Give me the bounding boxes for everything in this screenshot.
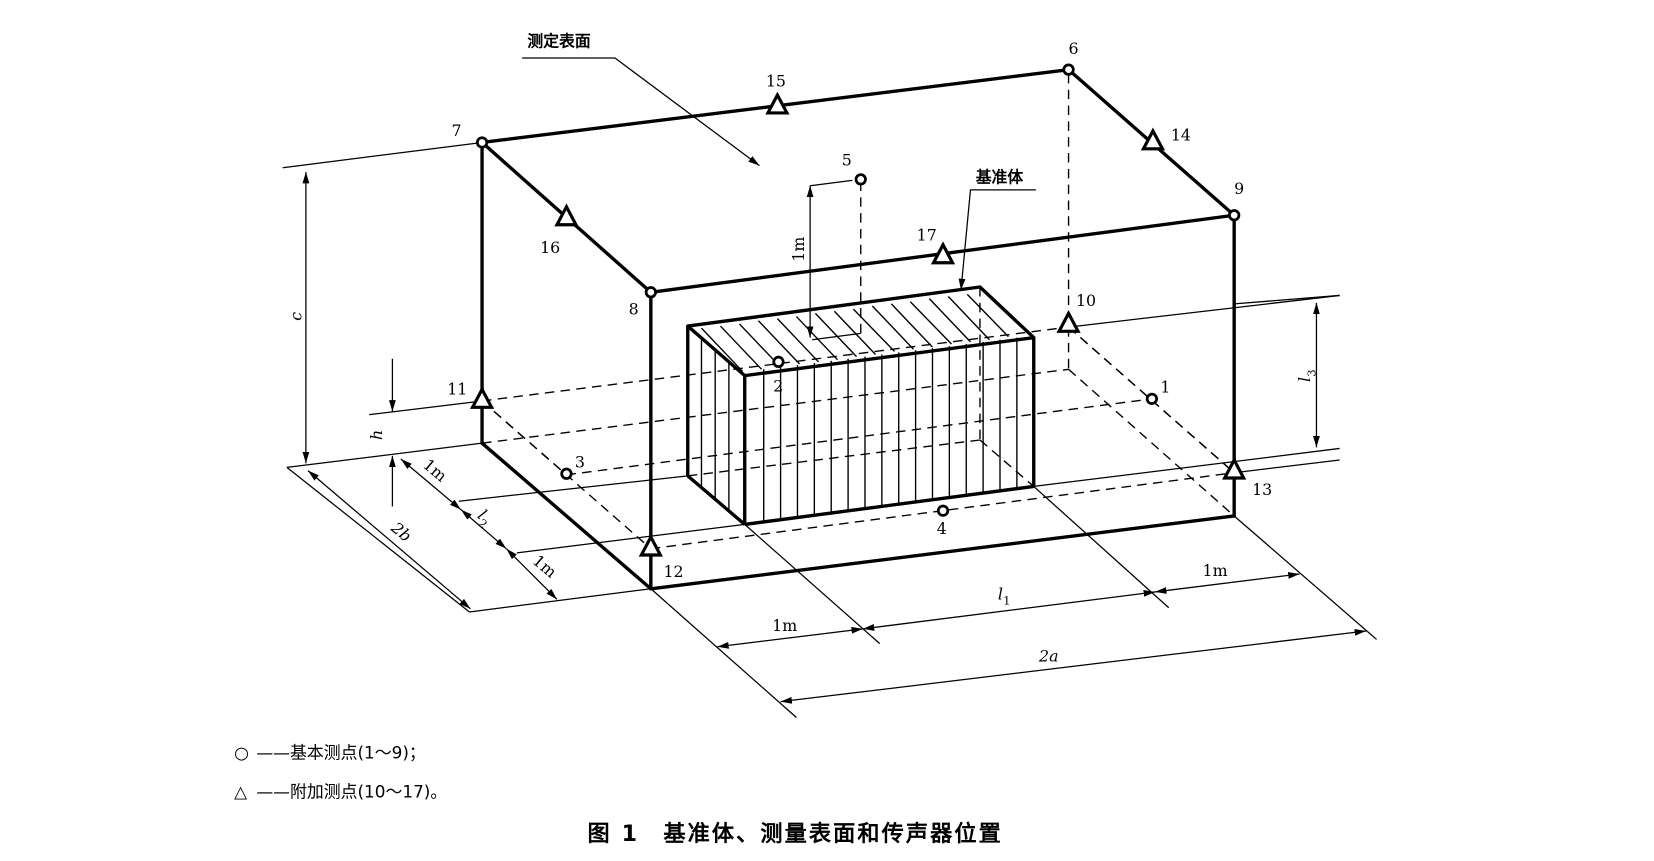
point-8-circle: [644, 286, 657, 299]
legend-triangle-text: ——附加测点(10～17)。: [256, 782, 447, 802]
point-label-2: 2: [773, 376, 783, 395]
point-5-circle: [854, 173, 867, 186]
point-11-triangle: [469, 385, 495, 409]
svg-text:l: l: [1295, 377, 1314, 382]
dim-l1: [862, 589, 1156, 631]
dim-label-1m-bottom-left: 1m: [772, 616, 797, 635]
label-measurement-surface: 测定表面: [527, 31, 590, 50]
additional-measurement-points: [469, 91, 1247, 557]
point-label-10: 10: [1076, 291, 1096, 310]
point-16-triangle: [554, 203, 579, 227]
point-label-16: 16: [540, 238, 560, 257]
dim-label-c: c: [287, 312, 306, 321]
line-5-base: [812, 332, 861, 341]
dim-1m-left-b: [505, 548, 558, 600]
ref-hidden-bottom-right: [979, 439, 1035, 487]
hidden-edge-bottom-back: [481, 368, 1069, 444]
point-7-circle: [475, 136, 489, 149]
dim-label-2a: 2a: [1038, 647, 1058, 666]
dash-back-h: [481, 326, 1069, 402]
dimension-lines: [302, 171, 1367, 704]
legend: ○ ——基本测点(1～9)； △ ——附加测点(10～17)。: [234, 743, 447, 802]
point-10-triangle: [1056, 309, 1081, 333]
legend-circle-symbol: ○: [234, 743, 249, 763]
label-reference-box: 基准体: [975, 168, 1024, 187]
svg-text:l: l: [998, 584, 1003, 603]
point-label-6: 6: [1069, 39, 1079, 58]
dash-1-line: [1068, 326, 1235, 474]
reference-box-side-hatch: [700, 339, 730, 511]
point-label-8: 8: [629, 299, 639, 318]
point-label-11: 11: [447, 380, 467, 399]
svg-text:3: 3: [1304, 369, 1318, 376]
point-label-7: 7: [451, 121, 461, 140]
dim-label-h: h: [367, 430, 386, 440]
dim-label-1m-top: 1m: [789, 237, 808, 262]
figure-caption: 图 1 基准体、测量表面和传声器位置: [588, 821, 1003, 847]
edge-bottom-front: [649, 514, 1236, 591]
dim-2a: [780, 628, 1367, 704]
point-9-circle: [1228, 209, 1241, 222]
point-label-5: 5: [842, 151, 852, 170]
point-label-3: 3: [575, 452, 585, 471]
point-17-triangle: [930, 241, 956, 265]
point-14-triangle: [1140, 127, 1166, 151]
dim-1m-bottom-right: [1154, 572, 1300, 594]
hidden-edge-bottom-right: [1068, 368, 1235, 517]
dim-label-l2: l 2: [474, 506, 490, 532]
leader-measurement-surface: [522, 57, 760, 167]
point-label-13: 13: [1252, 480, 1272, 499]
dim-label-l3: l 3: [1295, 369, 1318, 382]
dim-1m-left-a: [400, 458, 462, 511]
point-13-triangle: [1222, 456, 1247, 480]
point-label-9: 9: [1234, 179, 1244, 198]
dim-label-1m-left-a: 1m: [419, 455, 450, 486]
point-6-circle: [1062, 63, 1075, 76]
point-15-triangle: [765, 91, 790, 115]
edge-bottom-left: [480, 441, 653, 591]
point-labels: 1 2 3 4 5 6 7 8 9 10 11 12 13 14 15 16 1…: [447, 39, 1272, 581]
dash-mid-h: [566, 398, 1152, 476]
point-4-circle: [936, 504, 950, 517]
point-1-circle: [1145, 392, 1159, 405]
dash-3-line: [481, 400, 567, 476]
point-label-14: 14: [1171, 125, 1191, 144]
point-label-17: 17: [917, 226, 937, 245]
ref-edge-bottom-front: [744, 484, 1034, 527]
ref-edge-bottom-left: [686, 474, 746, 526]
point-label-1: 1: [1160, 378, 1170, 397]
legend-circle-text: ——基本测点(1～9)；: [256, 743, 425, 763]
dim-2b: [307, 470, 471, 610]
reference-box: [686, 285, 1036, 527]
point-label-12: 12: [663, 562, 683, 581]
extension-lines: [282, 141, 1377, 718]
point-12-triangle: [638, 533, 663, 557]
dim-label-l1: l 1: [998, 584, 1011, 607]
point-3-circle: [560, 467, 573, 480]
basic-measurement-points: [475, 63, 1241, 517]
leader-reference-box: [958, 189, 1036, 291]
point-2-circle: [772, 355, 785, 369]
svg-text:1: 1: [1003, 594, 1010, 608]
point-label-15: 15: [766, 72, 786, 91]
point-label-4: 4: [937, 519, 947, 538]
legend-triangle-symbol: △: [234, 782, 247, 802]
reference-box-front-hatch: [763, 337, 1018, 522]
ref-hidden-bottom-back: [687, 439, 981, 477]
dim-l2: [460, 509, 507, 550]
dim-label-1m-bottom-right: 1m: [1203, 561, 1228, 580]
